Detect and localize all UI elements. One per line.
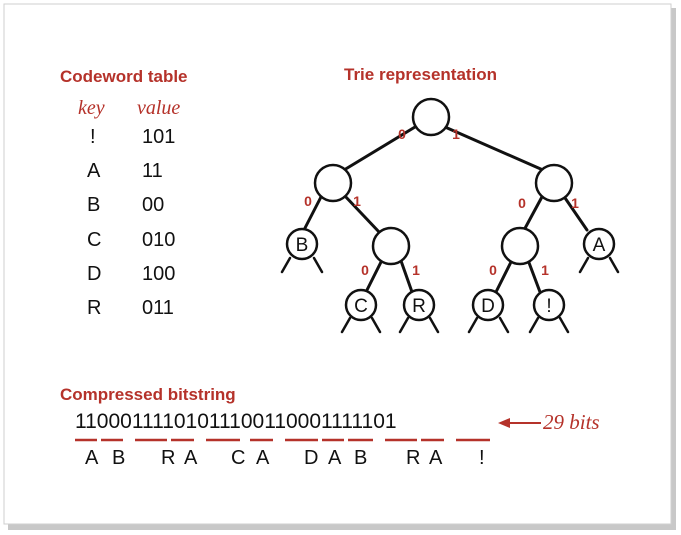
trie-internal-node (313, 163, 353, 203)
table-value-2: 00 (142, 194, 165, 216)
decoded-char: R (406, 447, 421, 469)
bitstring-value: 11000111101011100110001111101 (75, 410, 397, 433)
leaf-stub (280, 256, 292, 274)
trie-leaf-r (402, 288, 436, 322)
edge-label: 1 (571, 195, 579, 211)
trie-edge (364, 256, 385, 294)
decoded-char: B (112, 447, 126, 469)
trie-leaf-c (344, 288, 378, 322)
edge-label: 1 (353, 193, 361, 209)
table-value-0: 101 (142, 126, 176, 148)
trie-internal-node (500, 226, 540, 266)
table-key-4: D (87, 263, 102, 285)
decoded-char: B (354, 447, 368, 469)
trie-edge (303, 193, 324, 230)
leaf-stub (578, 256, 590, 274)
leaf-stub (370, 316, 382, 334)
leaf-stub (498, 316, 510, 334)
leaf-label-c: C (354, 296, 368, 317)
leaf-stub (467, 316, 479, 334)
value-header: value (137, 97, 181, 119)
trie-leaf-d (471, 288, 505, 322)
leaf-stub (528, 316, 540, 334)
table-value-4: 100 (142, 263, 176, 285)
decoded-char: A (184, 447, 198, 469)
leaf-label-d: D (481, 296, 495, 317)
edge-label: 1 (452, 126, 460, 142)
trie-leaf-bang (532, 288, 566, 322)
decoded-char: D (304, 447, 319, 469)
leaf-label-a: A (593, 235, 606, 256)
leaf-stub (558, 316, 570, 334)
decoded-char: R (161, 447, 176, 469)
trie-root-node (411, 97, 451, 137)
leaf-stub (398, 316, 410, 334)
table-key-1: A (87, 160, 101, 182)
decoded-char: A (429, 447, 443, 469)
table-key-3: C (87, 229, 102, 251)
trie-edge (526, 258, 542, 294)
edge-label: 1 (541, 262, 549, 278)
trie-leaf-a (582, 227, 616, 261)
leaf-stub (340, 316, 352, 334)
table-value-5: 011 (142, 297, 174, 319)
leaf-label-bang: ! (546, 296, 551, 317)
decoded-char: A (328, 447, 342, 469)
table-key-5: R (87, 297, 102, 319)
table-key-0: ! (90, 126, 96, 148)
trie-edge (342, 125, 417, 172)
edge-label: 0 (304, 193, 312, 209)
table-value-3: 010 (142, 229, 176, 251)
trie-edge (443, 125, 545, 172)
bitstring-title: Compressed bitstring (60, 385, 236, 404)
decoded-char: C (231, 447, 246, 469)
trie-internal-node (371, 226, 411, 266)
decoded-char: ! (479, 447, 485, 469)
leaf-label-r: R (412, 296, 426, 317)
trie-edge (342, 193, 382, 235)
trie-edge (561, 193, 589, 232)
edge-label: 0 (518, 195, 526, 211)
leaf-stub (312, 256, 324, 274)
trie-internal-node (534, 163, 574, 203)
table-key-2: B (87, 194, 101, 216)
leaf-label-b: B (296, 235, 309, 256)
edge-label: 0 (398, 126, 406, 142)
edge-label: 0 (489, 262, 497, 278)
trie-leaf-b (285, 227, 319, 261)
trie-edge (521, 193, 545, 234)
decoded-char: A (256, 447, 270, 469)
card (3, 3, 672, 525)
trie-edge (494, 258, 514, 294)
table-value-1: 11 (142, 160, 163, 182)
leaf-stub (608, 256, 620, 274)
edge-label: 1 (412, 262, 420, 278)
edge-label: 0 (361, 262, 369, 278)
key-header: key (78, 97, 105, 119)
bit-count-annotation: 29 bits (543, 410, 600, 434)
trie-edge (398, 256, 414, 294)
trie-title: Trie representation (344, 65, 498, 84)
leaf-stub (428, 316, 440, 334)
codeword-table-title: Codeword table (60, 67, 188, 86)
arrow-icon (498, 418, 541, 428)
decoded-char: A (85, 447, 99, 469)
